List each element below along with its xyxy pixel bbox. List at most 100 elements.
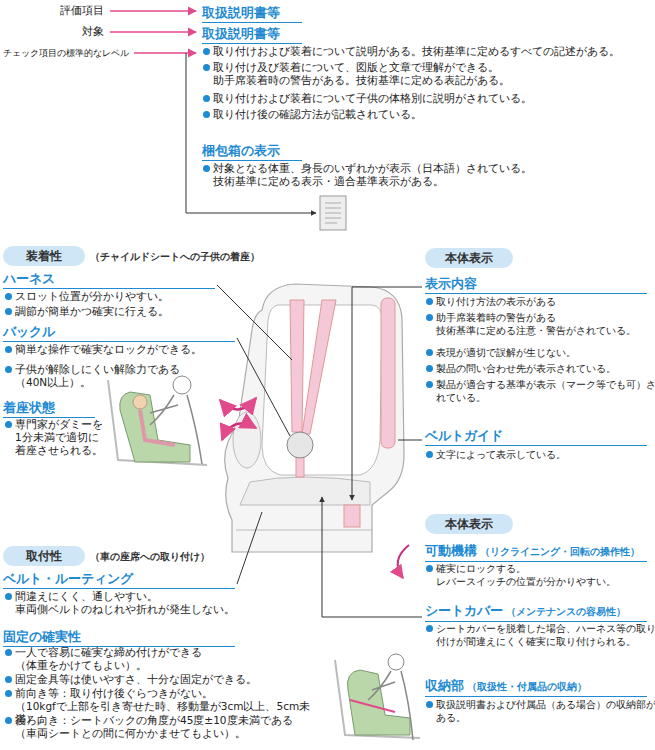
bullet-dot bbox=[426, 381, 433, 388]
person-head bbox=[173, 376, 191, 394]
heading-note: （リクライニング・回転の操作性） bbox=[480, 546, 640, 557]
side-wing bbox=[233, 412, 261, 468]
recline-arrow bbox=[398, 545, 409, 578]
leader-line bbox=[322, 497, 422, 617]
heading-row: ベルト・ルーティング bbox=[3, 568, 235, 589]
belt-guide bbox=[381, 298, 395, 448]
bullet-item: 子供が解除しにくい解除力である （40N以上）。 bbox=[4, 363, 225, 389]
criterion-text: 取り付けおよび装着について子供の体格別に説明がされている。 bbox=[213, 92, 655, 105]
bullet-item: 取扱説明書および付属品（ある場合）の収納部がある。 bbox=[425, 698, 655, 724]
buckle bbox=[287, 432, 313, 458]
criterion-heading: 収納部 bbox=[425, 678, 464, 693]
dummy-body bbox=[140, 410, 175, 445]
criterion-text: 一人で容易に確実な締め付けができる （体重をかけてもよい）。 bbox=[15, 646, 315, 672]
document-icon bbox=[320, 196, 346, 230]
criterion-heading: 可動機構 bbox=[425, 543, 477, 558]
bullet-item: 固定金具等は使いやすさ、十分な固定ができる。 bbox=[4, 673, 315, 686]
bullet-dot bbox=[5, 717, 12, 724]
person-head bbox=[388, 654, 404, 670]
section-subtitle: （車の座席への取り付け） bbox=[90, 550, 210, 564]
criterion-heading: ベルト・ルーティング bbox=[3, 571, 133, 586]
pointer-arrow bbox=[110, 31, 196, 32]
child-seat-shell bbox=[225, 284, 404, 552]
bullet-dot bbox=[5, 293, 12, 300]
child-seat-small bbox=[120, 392, 190, 462]
bullet-dot bbox=[203, 64, 210, 71]
heading-row: 取扱説明書等 bbox=[202, 2, 302, 23]
vehicle-seat bbox=[108, 380, 207, 465]
criterion-text: 後ろ向き：シートバックの角度が45度±10度未満である （車両シートとの間に何か… bbox=[15, 714, 327, 740]
bullet-item: 確実にロックする。 レバースイッチの位置が分かりやすい。 bbox=[425, 562, 655, 588]
bullet-item: 簡単な操作で確実なロックができる。 bbox=[4, 343, 245, 356]
bullet-dot bbox=[203, 95, 210, 102]
criterion-heading: ハーネス bbox=[3, 271, 55, 286]
legend-label: チェック項目の標準的なレベル bbox=[3, 47, 129, 60]
bullet-dot bbox=[426, 298, 433, 305]
criterion-heading: 着座状態 bbox=[3, 400, 55, 415]
criterion-heading: 梱包箱の表示 bbox=[202, 143, 280, 158]
bullet-item: 後ろ向き：シートバックの角度が45度±10度未満である （車両シートとの間に何か… bbox=[4, 714, 327, 740]
bullet-dot bbox=[203, 111, 210, 118]
section-pill: 装着性（チャイルドシートへの子供の着座） bbox=[3, 246, 85, 266]
bullet-dot bbox=[5, 308, 12, 315]
bullet-item: 間違えにくく、通しやすい。 車両側ベルトのねじれや折れが発生しない。 bbox=[4, 590, 265, 616]
criterion-text: 文字によって表示している。 bbox=[436, 448, 655, 461]
criterion-text: 助手席装着時の警告がある 技術基準に定める注意・警告がされている。 bbox=[436, 311, 655, 337]
bullet-item: 文字によって表示している。 bbox=[425, 448, 655, 461]
heading-row: 可動機構（リクライニング・回転の操作性） bbox=[425, 540, 647, 562]
leader-line bbox=[217, 285, 292, 360]
person-body bbox=[150, 395, 202, 464]
criterion-text: 子供が解除しにくい解除力である （40N以上）。 bbox=[15, 363, 225, 389]
heading-row: 取扱説明書等 bbox=[202, 23, 302, 44]
heading-note: （メンテナンスの容易性） bbox=[506, 606, 626, 617]
harness-strap bbox=[302, 300, 336, 434]
heading-row: 着座状態 bbox=[3, 397, 95, 418]
heading-row: バックル bbox=[3, 321, 235, 342]
bullet-dot bbox=[426, 314, 433, 321]
bullet-item: 対象となる体重、身長のいずれかが表示（日本語）されている。 技術基準に定める表示… bbox=[202, 162, 655, 188]
criterion-heading: バックル bbox=[3, 324, 55, 339]
bullet-dot bbox=[5, 690, 12, 697]
heading-row: ベルトガイド bbox=[425, 425, 647, 446]
bullet-item: 一人で容易に確実な締め付けができる （体重をかけてもよい）。 bbox=[4, 646, 315, 672]
section-title: 装着性 bbox=[26, 248, 62, 265]
criterion-text: 間違えにくく、通しやすい。 車両側ベルトのねじれや折れが発生しない。 bbox=[15, 590, 265, 616]
criterion-heading: 表示内容 bbox=[425, 276, 477, 291]
leader-line bbox=[237, 338, 290, 436]
bullet-item: 調節が簡単かつ確実に行える。 bbox=[4, 305, 225, 318]
legend-label: 対象 bbox=[82, 25, 104, 38]
criterion-text: 簡単な操作で確実なロックができる。 bbox=[15, 343, 245, 356]
section-title: 本体表示 bbox=[445, 250, 493, 267]
criterion-heading: 取扱説明書等 bbox=[202, 26, 280, 41]
criterion-heading: シートカバー bbox=[425, 603, 503, 618]
pointer-arrow bbox=[110, 10, 196, 11]
bullet-item: 取り付けおよび装着について説明がある。技術基準に定めるすべての記述がある。 bbox=[202, 45, 655, 58]
bullet-item: シートカバーを脱着した場合、ハーネス等の取り付けが間違えにくく確実に取り付けられ… bbox=[425, 622, 655, 648]
criterion-text: 製品が適合する基準が表示（マーク等でも可）されている。 bbox=[436, 378, 655, 404]
heading-note: （取扱性・付属品の収納） bbox=[467, 681, 587, 692]
bullet-item: スロット位置が分かりやすい。 bbox=[4, 290, 225, 303]
harness-strap bbox=[290, 300, 304, 432]
bullet-dot bbox=[426, 451, 433, 458]
dummy-head bbox=[133, 395, 147, 409]
section-title: 本体表示 bbox=[445, 516, 493, 533]
pointer-arrow bbox=[134, 52, 196, 53]
bullet-item: 取り付け方法の表示がある bbox=[425, 295, 655, 308]
bullet-item: 製品の問い合わせ先が表示されている。 bbox=[425, 362, 655, 375]
bullet-dot bbox=[426, 349, 433, 356]
bullet-dot bbox=[5, 593, 12, 600]
rotation-arrow bbox=[222, 424, 256, 440]
bullet-item: 専門家がダミーを 1分未満で適切に 着座させられる。 bbox=[4, 418, 115, 457]
criterion-text: 調節が簡単かつ確実に行える。 bbox=[15, 305, 225, 318]
heading-row: 梱包箱の表示 bbox=[202, 140, 302, 161]
leader-line bbox=[237, 512, 262, 584]
bullet-item: 表現が適切で誤解が生じない。 bbox=[425, 346, 655, 359]
section-pill: 本体表示 bbox=[425, 248, 513, 268]
bullet-item: 助手席装着時の警告がある 技術基準に定める注意・警告がされている。 bbox=[425, 311, 655, 337]
criterion-text: シートカバーを脱着した場合、ハーネス等の取り付けが間違えにくく確実に取り付けられ… bbox=[436, 622, 655, 648]
heading-row: 収納部（取扱性・付属品の収納） bbox=[425, 675, 647, 697]
criterion-text: 対象となる体重、身長のいずれかが表示（日本語）されている。 技術基準に定める表示… bbox=[213, 162, 655, 188]
bullet-dot bbox=[5, 421, 12, 428]
criterion-text: 取り付け及び装着について、図版と文章で理解ができる。 助手席装着時の警告がある。… bbox=[213, 61, 655, 87]
leader-line bbox=[398, 440, 422, 441]
